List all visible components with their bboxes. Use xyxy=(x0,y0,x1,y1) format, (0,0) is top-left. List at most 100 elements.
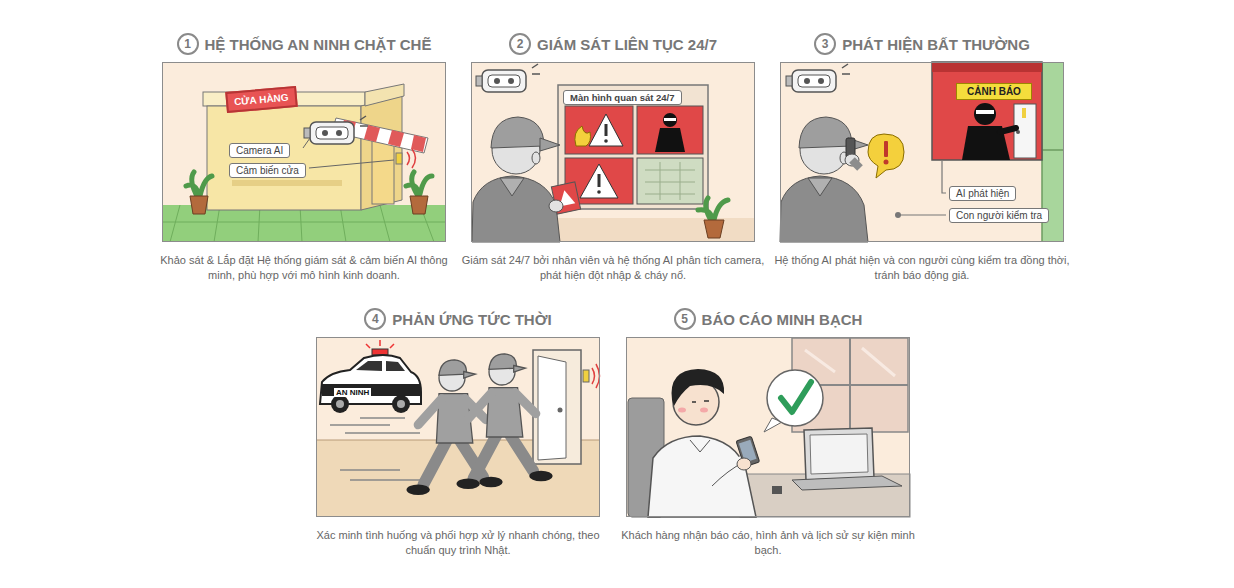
alert-box: CẢNH BÁO xyxy=(956,83,1032,100)
plant-part xyxy=(406,172,432,196)
response-scene-part xyxy=(538,356,566,460)
label-text: AI phát hiện xyxy=(956,188,1009,199)
report-scene-part xyxy=(767,370,823,426)
step-heading: PHẢN ỨNG TỨC THỜI xyxy=(392,311,551,328)
alert-scene-part xyxy=(780,117,868,242)
response-scene-part xyxy=(392,395,410,413)
label-text: CỬA HÀNG xyxy=(234,92,289,108)
alert-scene xyxy=(780,62,1064,242)
report-scene-part xyxy=(678,408,686,413)
panel-frame: CỬA HÀNG Camera AI Cảm biến cửa xyxy=(162,62,446,242)
store-scene-part xyxy=(309,160,394,168)
plant-part xyxy=(410,196,428,214)
step-heading: PHÁT HIỆN BẤT THƯỜNG xyxy=(842,36,1030,53)
report-scene-part xyxy=(804,428,874,480)
alert-scene-part xyxy=(786,64,850,92)
alert-scene-part xyxy=(942,161,946,193)
response-scene-part xyxy=(397,400,405,408)
response-scene-part xyxy=(366,340,394,348)
response-scene-part xyxy=(386,361,405,371)
alert-scene-part xyxy=(976,110,994,114)
step-panel: 2GIÁM SÁT LIÊN TỤC 24/7Màn hình quan sát… xyxy=(471,32,755,282)
alert-scene-part xyxy=(974,103,996,125)
response-scene-part xyxy=(331,395,349,413)
response-scene-part xyxy=(316,337,600,517)
callout-number: 3 xyxy=(814,33,836,55)
label-text: Camera AI xyxy=(236,145,283,156)
alert-scene-part xyxy=(780,62,1064,242)
store-scene xyxy=(162,62,446,242)
monitor-scene-part xyxy=(558,85,708,209)
response-scene-part xyxy=(457,354,553,489)
step-panel: 3 PHÁT HIỆN BẤT THƯỜNG CẢNH BÁO AI phát hiệ… xyxy=(780,32,1064,282)
report-scene-part xyxy=(626,337,910,517)
store-scene-part xyxy=(232,180,342,186)
monitor-scene-part xyxy=(637,158,703,204)
store-scene-part xyxy=(388,130,404,147)
monitor-scene-part xyxy=(664,118,676,121)
panel-frame: AN NINH xyxy=(316,337,600,517)
part-label: Cảm biến cửa xyxy=(229,163,306,178)
heading-row: 1 HỆ THỐNG AN NINH CHẶT CHẼ xyxy=(152,32,456,56)
report-scene-part xyxy=(692,401,709,402)
panel-frame xyxy=(626,337,910,517)
monitor-scene-part xyxy=(698,198,728,222)
report-scene-part xyxy=(781,382,811,412)
response-scene xyxy=(316,337,600,517)
monitor-scene-part xyxy=(645,162,695,200)
callout-number: 5 xyxy=(674,308,696,330)
alert-scene-part xyxy=(1022,108,1026,118)
step-caption: Khảo sát & Lắp đặt Hệ thống giám sát & c… xyxy=(148,253,460,283)
report-scene-part xyxy=(672,369,725,406)
monitor-scene-part xyxy=(589,114,623,146)
monitor-scene-part xyxy=(663,113,677,127)
alert-scene-part xyxy=(884,160,889,165)
alert-scene-part xyxy=(884,141,888,157)
store-scene-part xyxy=(364,125,380,142)
car-label: AN NINH xyxy=(334,388,371,397)
monitor-scene-part xyxy=(604,139,608,143)
response-scene-part xyxy=(558,408,563,413)
report-scene-part xyxy=(792,476,902,490)
report-scene-part xyxy=(690,440,710,452)
callout-number: 2 xyxy=(509,33,531,55)
report-scene-part xyxy=(740,474,910,517)
response-scene-part xyxy=(330,418,420,433)
store-scene-part xyxy=(303,138,310,148)
alert-scene-part xyxy=(932,62,1042,160)
heading-row: 5 BÁO CÁO MINH BẠCH xyxy=(616,307,920,331)
part-label: Con người kiểm tra xyxy=(949,208,1049,223)
report-scene xyxy=(626,337,910,517)
step-panel: 5BÁO CÁO MINH BẠCHKhách hàng nhận báo cá… xyxy=(626,307,910,557)
callout-number: 4 xyxy=(364,308,386,330)
store-scene-part xyxy=(407,149,416,168)
label-text: Cảm biến cửa xyxy=(236,165,299,176)
monitor-scene xyxy=(471,62,755,242)
heading-row: 4 PHẢN ỨNG TỨC THỜI xyxy=(306,307,610,331)
alert-scene-part xyxy=(1000,128,1016,132)
alert-scene-part xyxy=(932,62,1042,72)
step-heading: GIÁM SÁT LIÊN TỤC 24/7 xyxy=(537,36,717,53)
alert-scene-part xyxy=(868,134,904,178)
label-text: Con người kiểm tra xyxy=(956,210,1042,221)
monitor-scene-part xyxy=(580,164,618,198)
store-scene-part xyxy=(372,140,394,204)
monitor-scene-part xyxy=(575,126,591,146)
step-caption: Xác minh tình huống và phối hợp xử lý nh… xyxy=(302,528,614,558)
plant-part xyxy=(186,172,212,198)
response-scene-part xyxy=(356,361,382,371)
report-scene-part xyxy=(805,348,895,376)
store-scene-part xyxy=(396,153,402,164)
heading-row: 3 PHÁT HIỆN BẤT THƯỜNG xyxy=(770,32,1074,56)
label-text: CẢNH BÁO xyxy=(967,86,1021,97)
alert-scene-part xyxy=(852,160,860,168)
response-scene-part xyxy=(322,384,420,396)
monitor-scene-part xyxy=(704,220,724,238)
callout-number: 1 xyxy=(177,33,199,55)
step-heading: HỆ THỐNG AN NINH CHẶT CHẼ xyxy=(205,36,432,53)
step-caption: Khách hàng nhận báo cáo, hình ảnh và lịc… xyxy=(612,528,924,558)
step-heading: BÁO CÁO MINH BẠCH xyxy=(702,311,863,328)
step-panel: 1 HỆ THỐNG AN NINH CHẶT CHẼ CỬA HÀNG Camera… xyxy=(162,32,446,282)
